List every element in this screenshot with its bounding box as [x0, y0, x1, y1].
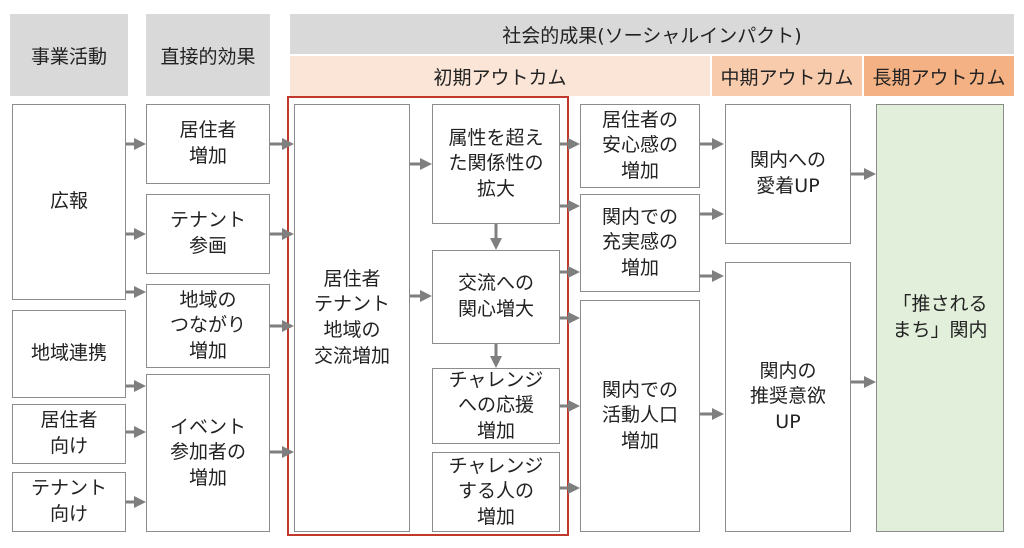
mid-recommendation: 関内の 推奨意欲 UP — [725, 262, 851, 532]
activity-pr: 広報 — [12, 104, 126, 300]
initial-challenge-support: チャレンジ への応援 増加 — [432, 368, 560, 444]
initial-fulfillment: 関内での 充実感の 増加 — [580, 194, 700, 292]
header-activity: 事業活動 — [10, 14, 128, 96]
initial-exchange-interest: 交流への 関心増大 — [432, 250, 560, 344]
header-initial-outcome: 初期アウトカム — [290, 56, 710, 96]
initial-resident-security: 居住者の 安心感の 増加 — [580, 104, 700, 188]
direct-resident-increase: 居住者 増加 — [146, 104, 270, 184]
activity-regional: 地域連携 — [12, 310, 126, 398]
direct-regional-connection: 地域の つながり 増加 — [146, 284, 270, 368]
long-recommended-town: 「推される まち」関内 — [876, 104, 1004, 532]
mid-attachment: 関内への 愛着UP — [725, 104, 851, 244]
header-mid-outcome: 中期アウトカム — [712, 56, 862, 96]
header-social-outcome: 社会的成果(ソーシャルインパクト) — [290, 14, 1014, 54]
initial-active-population: 関内での 活動人口 増加 — [580, 300, 700, 532]
initial-exchange-increase: 居住者 テナント 地域の 交流増加 — [294, 104, 410, 532]
activity-tenants: テナント 向け — [12, 472, 126, 532]
header-direct-effect: 直接的効果 — [146, 14, 270, 96]
direct-event-participants: イベント 参加者の 増加 — [146, 374, 270, 532]
direct-tenant-participation: テナント 参画 — [146, 194, 270, 274]
header-long-outcome: 長期アウトカム — [864, 56, 1014, 96]
initial-challenger-increase: チャレンジ する人の 増加 — [432, 452, 560, 532]
activity-residents: 居住者 向け — [12, 404, 126, 464]
initial-relationship-expansion: 属性を超え た関係性の 拡大 — [432, 104, 560, 224]
